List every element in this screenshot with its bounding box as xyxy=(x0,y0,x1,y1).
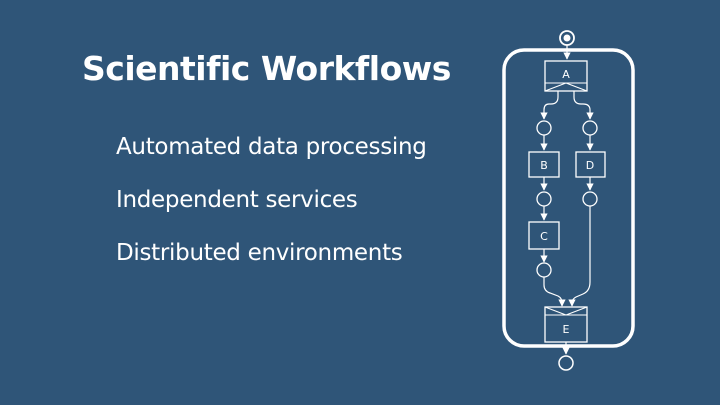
slide-title: Scientific Workflows xyxy=(82,49,451,88)
bullet-item: Distributed environments xyxy=(116,240,403,266)
task-label-d: D xyxy=(586,159,594,172)
place-node xyxy=(536,120,552,136)
workflow-container xyxy=(502,48,635,348)
task-box-b: B xyxy=(528,151,560,178)
task-box-a: A xyxy=(544,60,588,92)
task-label-e: E xyxy=(563,323,570,336)
start-node xyxy=(559,30,575,46)
place-node xyxy=(582,120,598,136)
task-box-d: D xyxy=(575,151,606,178)
task-label-c: C xyxy=(540,230,548,243)
bullet-item: Automated data processing xyxy=(116,134,427,160)
task-box-e: E xyxy=(544,306,588,343)
task-box-c: C xyxy=(528,221,560,250)
place-node xyxy=(582,191,598,207)
end-node xyxy=(558,355,574,371)
bullet-list: Automated data processing Independent se… xyxy=(116,130,427,289)
place-node xyxy=(536,262,552,278)
bullet-item: Independent services xyxy=(116,187,358,213)
task-label-a: A xyxy=(562,68,570,81)
place-node xyxy=(536,191,552,207)
task-label-b: B xyxy=(540,159,548,172)
